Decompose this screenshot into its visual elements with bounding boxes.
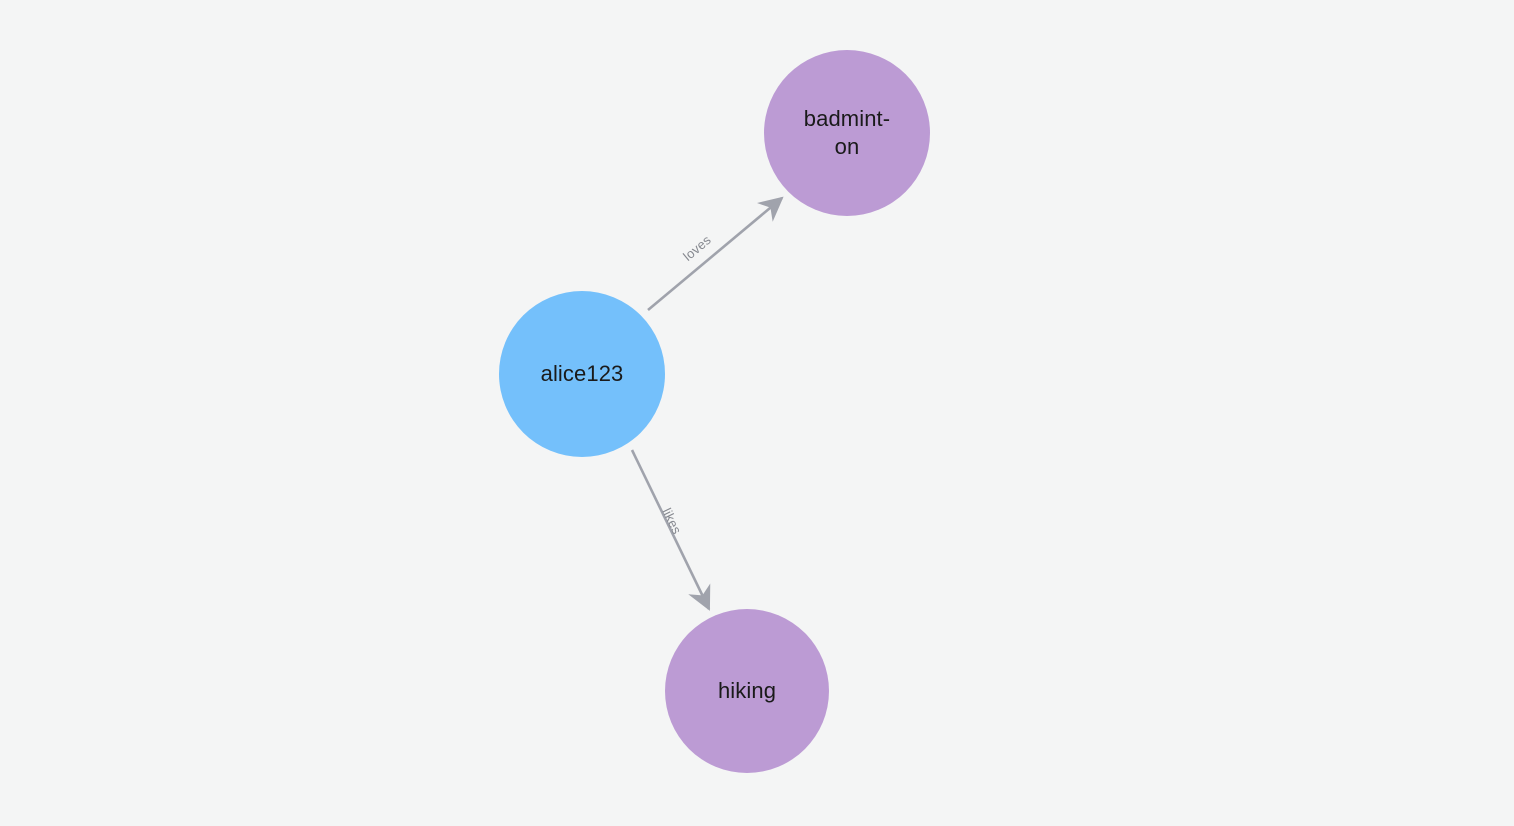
node-label-hiking: hiking bbox=[717, 678, 777, 703]
node-label-alice123: alice123 bbox=[540, 361, 624, 386]
edge-line-likes[interactable] bbox=[630, 449, 711, 611]
edge-line-loves[interactable] bbox=[647, 196, 784, 311]
node-label-badminton: badmint- on bbox=[803, 106, 891, 159]
node-alice123[interactable]: alice123 bbox=[499, 291, 665, 457]
node-badminton[interactable]: badmint- on bbox=[764, 50, 930, 216]
node-hiking[interactable]: hiking bbox=[665, 609, 829, 773]
